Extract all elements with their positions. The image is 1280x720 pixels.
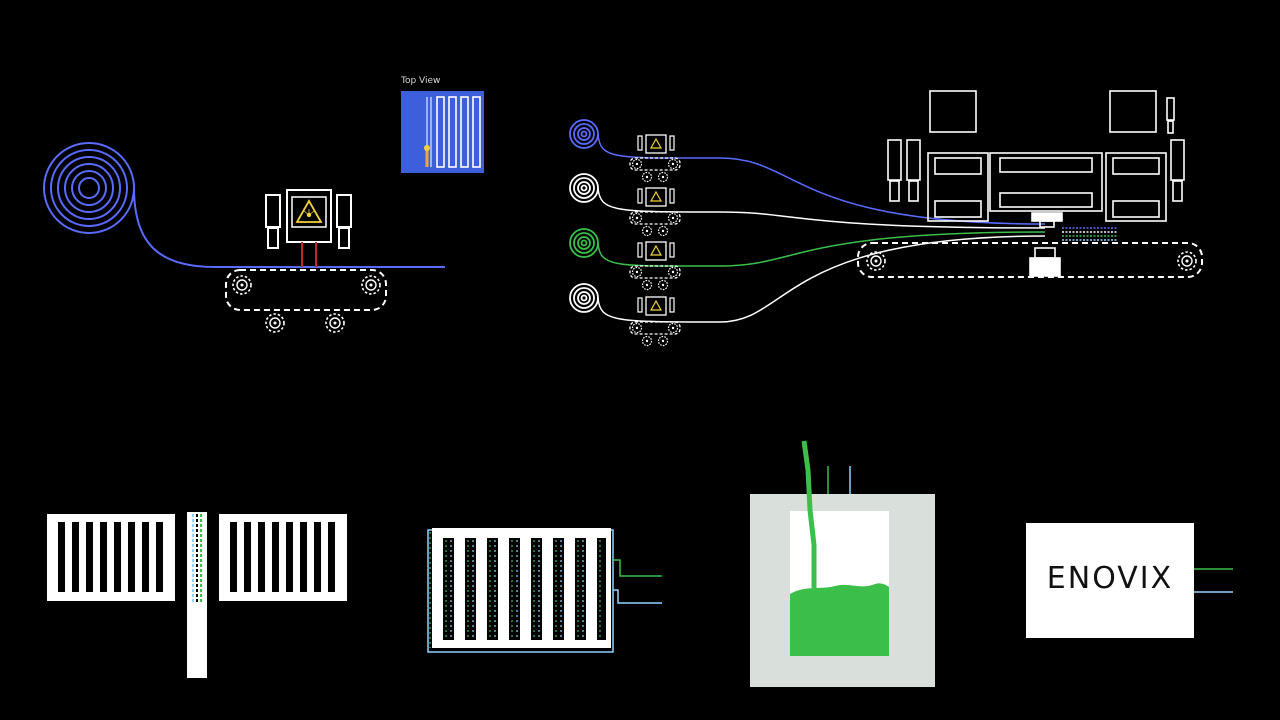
laser-station-4	[629, 296, 681, 347]
tab-cyan	[613, 589, 662, 604]
web-white-2	[597, 235, 1046, 323]
conveyor-icon	[857, 242, 1203, 278]
tab-green	[613, 559, 662, 577]
electrode-web	[133, 187, 445, 268]
laser-station-assembly	[43, 91, 484, 333]
stacking-line-assembly	[569, 90, 1203, 347]
laser-station-3	[629, 241, 681, 291]
enovix-logo: ENOVIX	[1046, 561, 1174, 596]
top-view-inset	[401, 91, 484, 173]
coil-icon	[569, 119, 599, 149]
stacked-cell	[427, 528, 662, 653]
top-view-label: Top View	[401, 76, 441, 86]
stacking-machine	[887, 90, 1185, 277]
coil-icon	[569, 283, 599, 313]
separator-strip	[187, 512, 207, 678]
electrode-comb-left	[47, 514, 175, 601]
web-green	[597, 231, 1046, 267]
clamp-left	[265, 194, 281, 249]
web-blue	[597, 133, 1046, 225]
laser-warning-icon	[291, 196, 327, 228]
laser-station-2	[629, 187, 681, 237]
electrode-comb-right	[219, 514, 347, 601]
coil-icon	[43, 142, 135, 234]
web-white-1	[597, 187, 1046, 229]
fill-nozzle-stream	[801, 440, 817, 588]
electrolyte-fill	[750, 440, 935, 687]
clamp-right	[336, 194, 352, 249]
stack-output	[1062, 227, 1118, 241]
finished-cell	[1026, 523, 1233, 638]
conveyor-icon	[225, 269, 387, 333]
laser-housing	[286, 189, 332, 243]
coil-icon	[569, 228, 599, 258]
laser-station-1	[629, 134, 681, 183]
coil-icon	[569, 173, 599, 203]
electrode-parts	[47, 512, 347, 678]
